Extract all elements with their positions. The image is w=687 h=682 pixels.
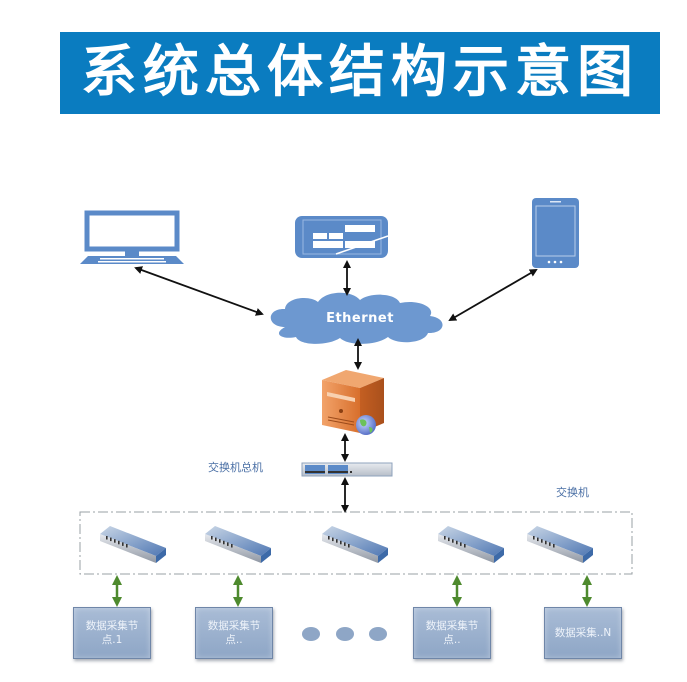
node-label-line2: 点..: [443, 634, 461, 646]
laptop-ethernet-link: [134, 266, 264, 316]
switch-icon: [100, 526, 166, 563]
server-icon: [322, 370, 384, 435]
data-node-n: 数据采集..N: [544, 607, 622, 659]
node-label-line1: 数据采集节: [207, 620, 261, 632]
ethernet-cloud: [270, 292, 443, 344]
node-label-line1: 数据采集..N: [554, 627, 612, 639]
connections-black: [134, 260, 538, 513]
title-banner: 系统总体结构示意图: [60, 32, 660, 114]
tablet-icon: [532, 198, 579, 268]
node-label-line1: 数据采集节: [85, 620, 139, 632]
switch-group-box: [79, 511, 633, 575]
ethernet-label: Ethernet: [326, 311, 394, 326]
switch-icon: [322, 526, 388, 563]
diagram-title: 系统总体结构示意图: [81, 40, 639, 105]
laptop-icon: [80, 210, 184, 264]
switch-icon: [205, 526, 271, 563]
node-label-line1: 数据采集节: [425, 620, 479, 632]
node-label-line2: 点..: [225, 634, 243, 646]
tablet-ethernet-link: [448, 268, 538, 322]
main-switch-icon: [301, 462, 393, 477]
ellipsis-dot: [302, 627, 320, 641]
data-node-2: 数据采集节点..: [195, 607, 273, 659]
main-switch-label: 交换机总机: [208, 461, 263, 474]
switch-group-label: 交换机: [556, 486, 589, 499]
data-node-1: 数据采集节点.1: [73, 607, 151, 659]
node-label-line2: 点.1: [101, 634, 123, 646]
ellipsis-dot: [369, 627, 387, 641]
switch-icon: [438, 526, 504, 563]
data-node-3: 数据采集节点..: [413, 607, 491, 659]
ellipsis-dot: [336, 627, 354, 641]
touch-panel-icon: [295, 216, 393, 258]
switch-icon: [527, 526, 593, 563]
